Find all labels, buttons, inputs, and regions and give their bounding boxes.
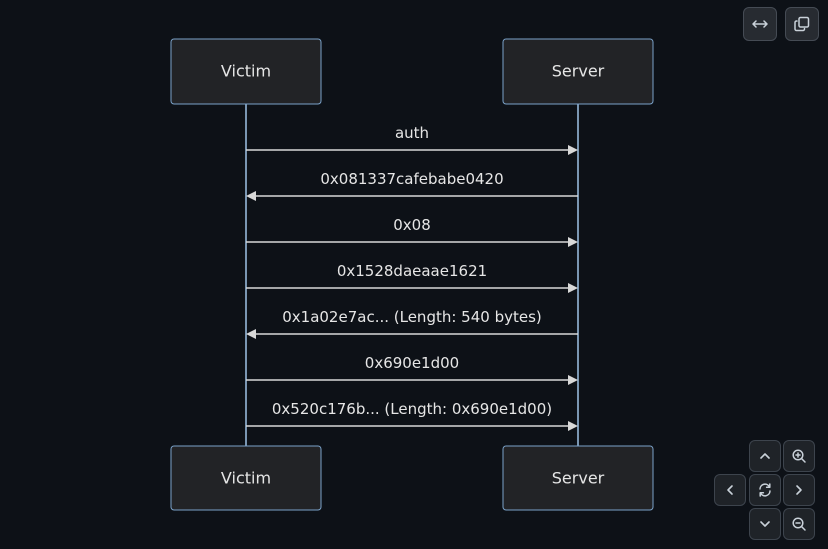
message-label: 0x08 xyxy=(393,216,431,234)
participant-label: Server xyxy=(552,469,605,488)
chevron-up-icon xyxy=(760,453,770,459)
pan-down-button[interactable] xyxy=(749,508,781,540)
reset-view-button[interactable] xyxy=(749,474,781,506)
reset-icon xyxy=(759,483,771,497)
message-2: 0x081337cafebabe0420 xyxy=(246,170,578,201)
copy-icon xyxy=(794,16,810,32)
pan-right-button[interactable] xyxy=(783,474,815,506)
zoom-in-button[interactable] xyxy=(783,440,815,472)
message-7: 0x520c176b... (Length: 0x690e1d00) xyxy=(246,400,578,431)
zoom-out-icon xyxy=(792,517,806,531)
participant-box xyxy=(502,445,654,511)
message-4: 0x1528daeaae1621 xyxy=(246,262,578,293)
zoom-out-button[interactable] xyxy=(783,508,815,540)
message-label: 0x1528daeaae1621 xyxy=(337,262,487,280)
copy-button[interactable] xyxy=(785,7,819,41)
message-label: auth xyxy=(395,124,429,142)
lifelines xyxy=(245,104,579,446)
arrows-horizontal-icon xyxy=(752,20,768,28)
participant-box xyxy=(502,38,654,105)
message-5: 0x1a02e7ac... (Length: 540 bytes) xyxy=(246,308,578,339)
arrowhead-icon xyxy=(568,421,578,431)
chevron-left-icon xyxy=(727,485,733,495)
arrowhead-icon xyxy=(246,191,256,201)
participant-server-bottom: Server xyxy=(502,445,654,511)
message-3: 0x08 xyxy=(246,216,578,247)
chevron-right-icon xyxy=(796,485,802,495)
participant-victim-top: Victim xyxy=(170,38,322,105)
message-label: 0x1a02e7ac... (Length: 540 bytes) xyxy=(282,308,542,326)
arrowhead-icon xyxy=(568,237,578,247)
chevron-down-icon xyxy=(760,521,770,527)
message-label: 0x081337cafebabe0420 xyxy=(320,170,503,188)
arrowhead-icon xyxy=(568,283,578,293)
participant-victim-bottom: Victim xyxy=(170,445,322,511)
participant-box xyxy=(170,38,322,105)
participant-server-top: Server xyxy=(502,38,654,105)
participant-label: Victim xyxy=(221,469,271,488)
pan-left-button[interactable] xyxy=(714,474,746,506)
message-6: 0x690e1d00 xyxy=(246,354,578,385)
participant-label: Victim xyxy=(221,62,271,81)
arrowhead-icon xyxy=(246,329,256,339)
arrowhead-icon xyxy=(568,375,578,385)
arrowhead-icon xyxy=(568,145,578,155)
expand-width-button[interactable] xyxy=(743,7,777,41)
zoom-in-icon xyxy=(792,449,806,463)
participant-label: Server xyxy=(552,62,605,81)
participant-box xyxy=(170,445,322,511)
message-1: auth xyxy=(246,124,578,155)
messages: auth 0x081337cafebabe0420 0x08 0x1528daeaae… xyxy=(246,124,578,431)
message-label: 0x690e1d00 xyxy=(365,354,459,372)
message-label: 0x520c176b... (Length: 0x690e1d00) xyxy=(272,400,552,418)
pan-up-button[interactable] xyxy=(749,440,781,472)
